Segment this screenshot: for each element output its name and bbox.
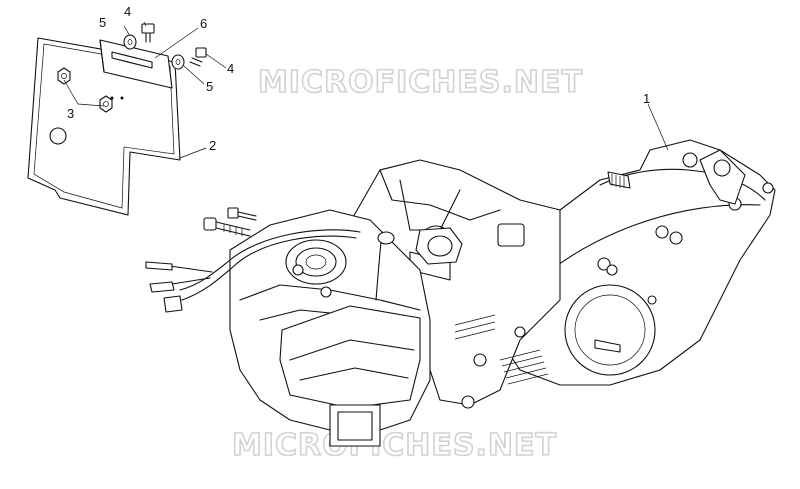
nut-right bbox=[99, 95, 113, 113]
mounting-bolt bbox=[203, 207, 257, 237]
callout-5-right: 5 bbox=[206, 79, 213, 94]
callout-2: 2 bbox=[209, 138, 216, 153]
wiring-harness bbox=[145, 229, 361, 313]
callout-3: 3 bbox=[67, 106, 74, 121]
watermark-bottom: MICROFICHES.NET bbox=[232, 428, 557, 463]
leader-lines bbox=[63, 21, 669, 159]
engine-assembly bbox=[229, 139, 776, 447]
screw-right bbox=[189, 47, 207, 67]
washer-top bbox=[123, 34, 137, 50]
watermark-top: MICROFICHES.NET bbox=[258, 65, 583, 100]
callout-1: 1 bbox=[643, 91, 650, 106]
bracket-plate bbox=[99, 39, 173, 89]
washer-right bbox=[171, 54, 185, 70]
screw-top bbox=[141, 23, 155, 43]
callout-4-right: 4 bbox=[227, 61, 234, 76]
callout-6: 6 bbox=[200, 16, 207, 31]
callout-5-top: 5 bbox=[99, 15, 106, 30]
nut-left bbox=[57, 67, 71, 85]
callout-labels: 1 2 3 4 4 5 5 6 bbox=[67, 4, 650, 153]
callout-4-top: 4 bbox=[124, 4, 131, 19]
